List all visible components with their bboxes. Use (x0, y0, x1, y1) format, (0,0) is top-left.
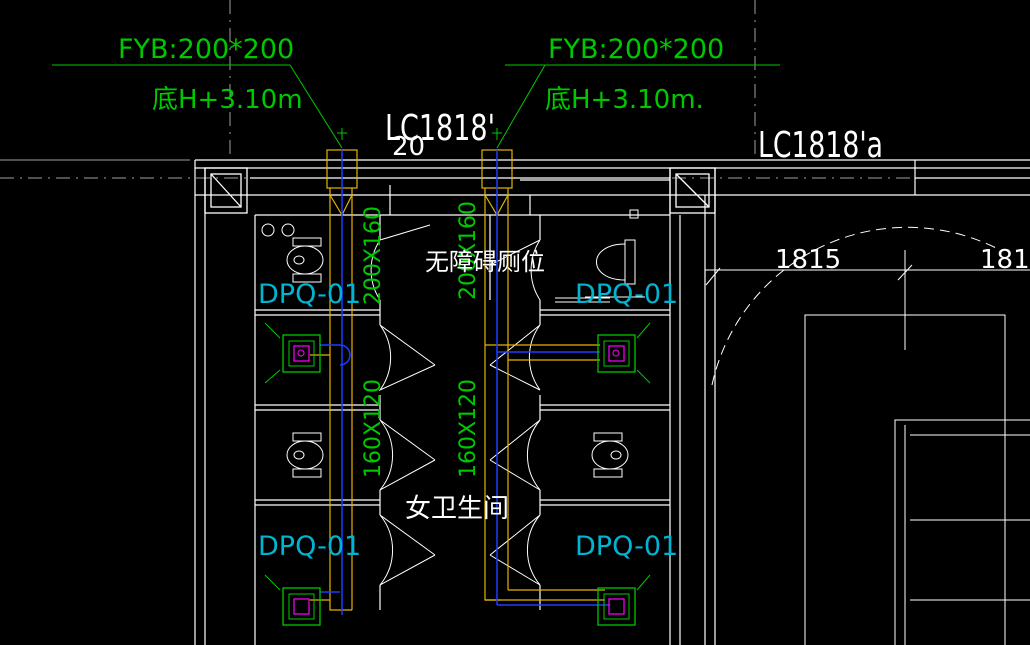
fan-units (282, 334, 636, 626)
leader-lines (52, 64, 780, 591)
fan-unit-2 (597, 334, 636, 373)
door-arc-dashed (711, 226, 1001, 386)
duct-size-lower-left: 160X120 (361, 379, 386, 478)
fan-tag-2: DPQ-01 (575, 279, 678, 310)
squat-toilet (591, 432, 629, 478)
squat-toilets (261, 209, 645, 478)
pipes (320, 150, 610, 615)
fyb-left-height: 底H+3.10m (152, 85, 303, 115)
stall-partitions (255, 215, 670, 610)
room-accessible-wc: 无障碍厕位 (425, 248, 545, 276)
window-right-label: LC1818'a (758, 125, 883, 166)
annotation-text: FYB:200*200 底H+3.10m FYB:200*200 底H+3.10… (118, 34, 1030, 562)
dimension-ticks (705, 250, 913, 350)
sitting-toilet (585, 239, 645, 298)
window-left-label: LC1818' (385, 108, 495, 149)
wall-fixtures (261, 209, 639, 303)
duct-size-upper-left: 200X160 (361, 206, 386, 305)
dimension-left: 1815 (775, 245, 841, 275)
squat-toilet (286, 237, 324, 283)
walls (194, 159, 1030, 645)
fyb-right-label: FYB:200*200 (548, 34, 724, 65)
structural-columns (204, 167, 716, 214)
squat-toilet (286, 432, 324, 478)
fan-tag-1: DPQ-01 (258, 279, 361, 310)
window-left-overlap: 20 (392, 132, 425, 162)
fan-unit-4 (597, 587, 636, 626)
fan-tag-3: DPQ-01 (258, 531, 361, 562)
duct-size-upper-right: 200X160 (456, 201, 481, 300)
room-womens-wc: 女卫生间 (405, 494, 509, 524)
fan-unit-3 (282, 587, 321, 626)
fyb-right-height: 底H+3.10m. (545, 85, 704, 115)
duct-size-lower-right: 160X120 (456, 379, 481, 478)
dimension-right: 1815 (980, 245, 1030, 275)
fan-unit-1 (282, 334, 321, 373)
fyb-left-label: FYB:200*200 (118, 34, 294, 65)
fan-tag-4: DPQ-01 (575, 531, 678, 562)
